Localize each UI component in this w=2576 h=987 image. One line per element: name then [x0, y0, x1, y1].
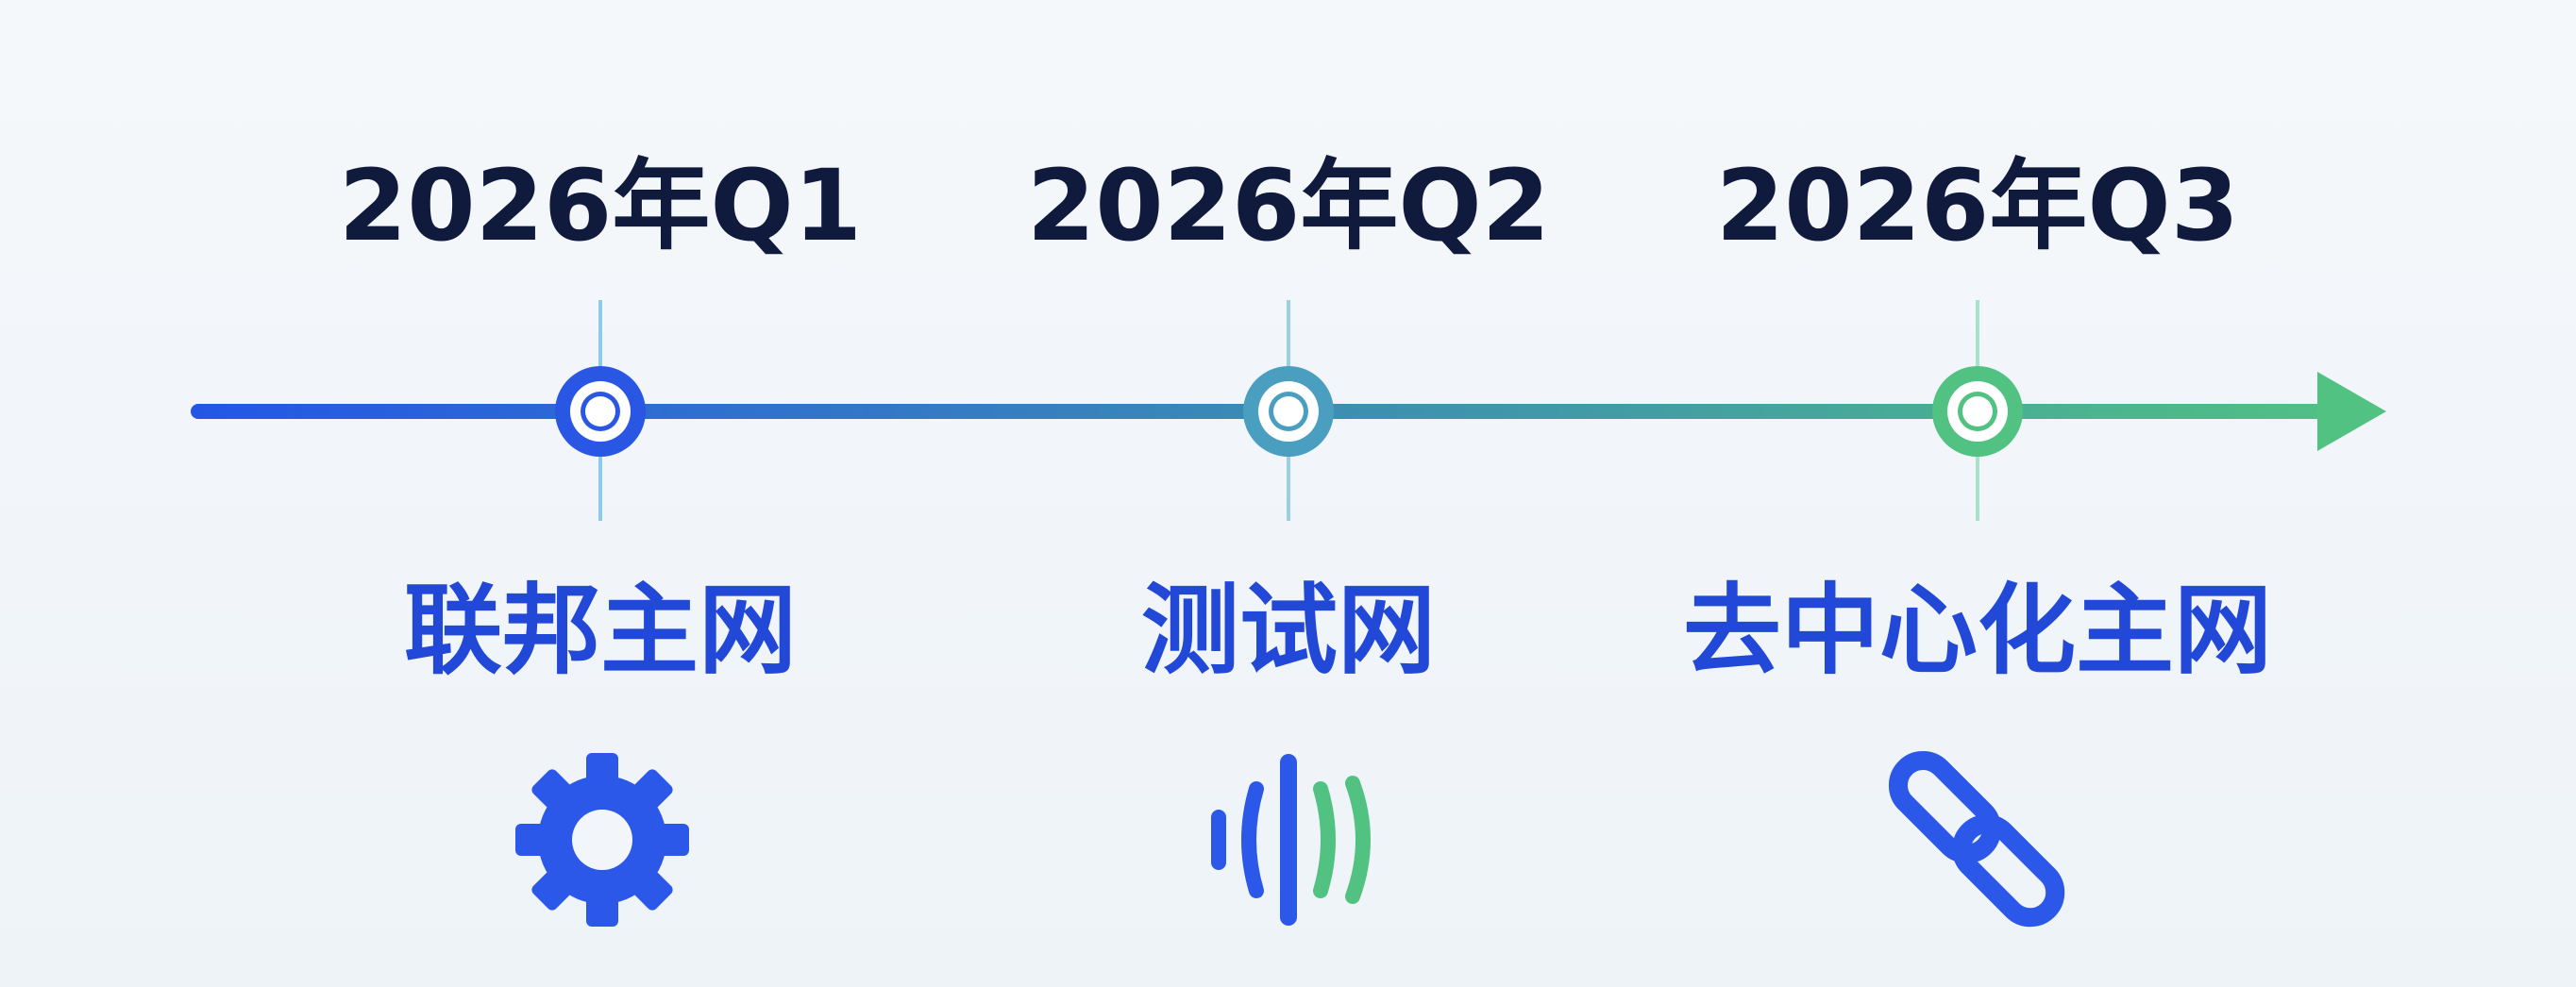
link-icon — [1888, 750, 2065, 928]
milestone-date-q2: 2026年Q2 — [1026, 148, 1551, 263]
milestone-node-q2 — [1243, 366, 1334, 457]
milestone-label-q1: 联邦主网 — [403, 573, 797, 688]
milestone-label-q2: 测试网 — [1140, 573, 1436, 688]
signal-icon — [1211, 754, 1371, 926]
milestone-node-q3 — [1932, 366, 2023, 457]
milestone-label-q3: 去中心化主网 — [1682, 573, 2272, 688]
milestone-date-q1: 2026年Q1 — [338, 148, 863, 263]
milestone-node-q1 — [555, 366, 646, 457]
gear-icon — [515, 753, 689, 927]
arrow-head-icon — [2317, 372, 2386, 451]
milestone-date-q3: 2026年Q3 — [1715, 148, 2240, 263]
